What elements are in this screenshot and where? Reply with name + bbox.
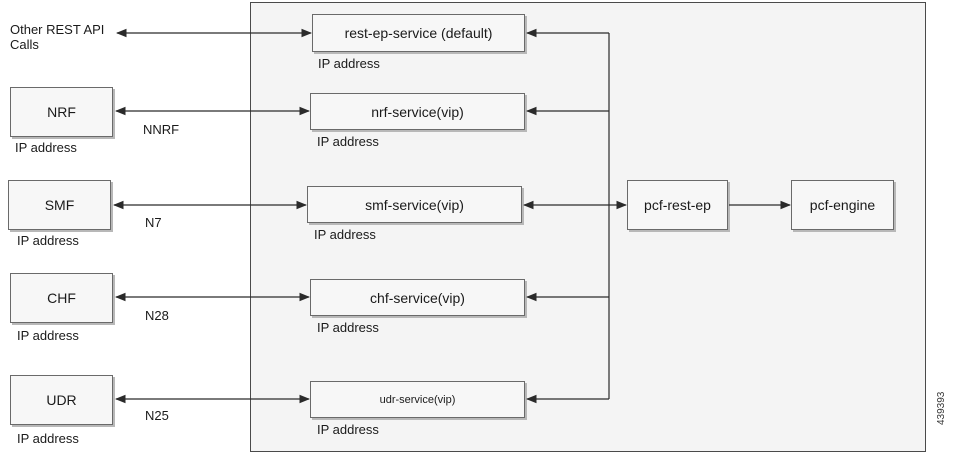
chf-node: CHF [10,273,113,323]
rest-ep-service-ip-label: IP address [318,56,380,71]
nrf-service-box: nrf-service(vip) [310,93,525,130]
udr-ip-label: IP address [17,431,79,446]
nrf-ip-label: IP address [15,140,77,155]
nrf-service-ip-label: IP address [317,134,379,149]
udr-service-ip-label: IP address [317,422,379,437]
chf-service-box: chf-service(vip) [310,279,525,316]
rest-ep-service-box: rest-ep-service (default) [312,14,525,52]
chf-ip-label: IP address [17,328,79,343]
udr-node: UDR [10,375,113,425]
n7-interface-label: N7 [145,215,162,230]
smf-node: SMF [8,180,111,230]
smf-service-box: smf-service(vip) [307,186,522,223]
pcf-rest-ep-node: pcf-rest-ep [627,180,728,230]
chf-service-ip-label: IP address [317,320,379,335]
nrf-node: NRF [10,87,113,137]
n25-interface-label: N25 [145,408,169,423]
other-rest-api-label: Other REST API Calls [10,22,105,52]
pcf-engine-node: pcf-engine [791,180,894,230]
smf-ip-label: IP address [17,233,79,248]
n28-interface-label: N28 [145,308,169,323]
smf-service-ip-label: IP address [314,227,376,242]
udr-service-box: udr-service(vip) [310,381,525,418]
nnrf-interface-label: NNRF [143,122,180,137]
